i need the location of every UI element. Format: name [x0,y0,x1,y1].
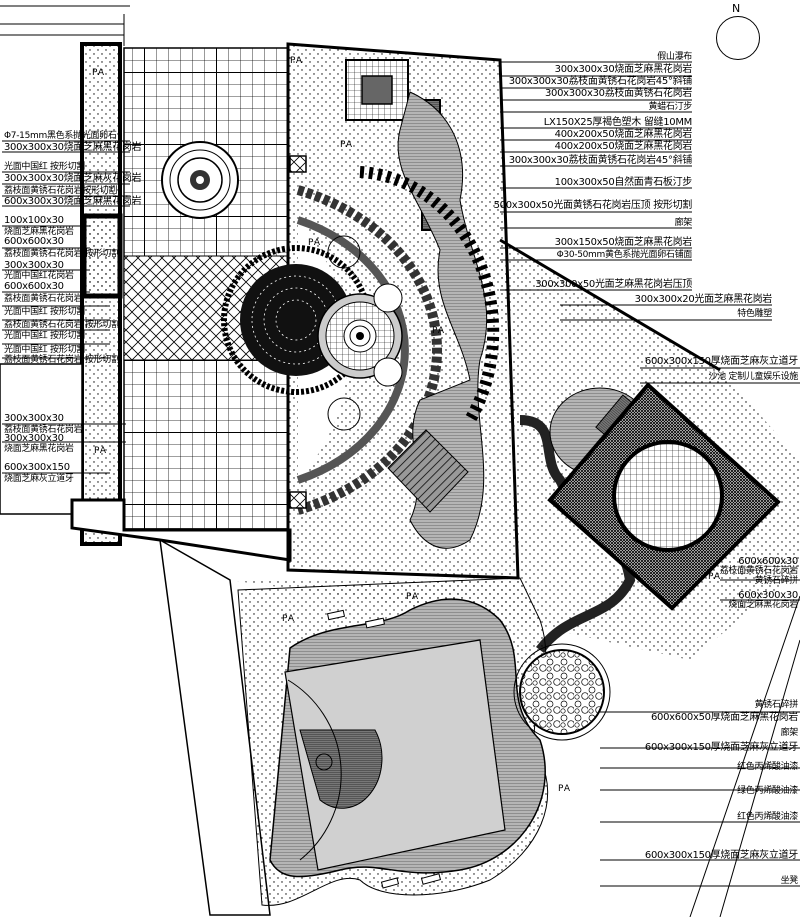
zone-label: PA [282,614,296,624]
left-leader-lines [2,140,130,474]
callout-label: 荔枝面黄锈石花岗岩 [719,566,799,576]
callout-label: 黄蜡石汀步 [648,102,692,112]
callout-label: 沙池 定制儿童娱乐设施 [708,372,798,382]
callout-label: 300x300x30荔枝面黄锈石花岗岩 [544,88,692,99]
callout-label: Φ30-50mm黄色系抛光面卵石铺面 [556,250,693,260]
callout-label: 廊架 [780,728,799,738]
callout-label: 300x300x30荔枝面黄锈石花岗岩45°斜铺 [508,155,693,166]
zone-label: PA [432,326,446,336]
zone-label: PA [708,572,722,582]
callout-label: 坐凳 [780,876,799,886]
callout-label: 600x600x30 [4,236,64,247]
callout-label: 600x300x30烧面芝麻黑花岗岩 [4,196,142,207]
callout-label: 假山瀑布 [657,52,692,62]
callout-label: 黄锈石碎拼 [754,700,798,710]
callout-label: 红色丙烯酸油漆 [737,762,798,772]
callout-label: 300x300x30烧面芝麻黑花岗岩 [554,64,693,75]
zone-label: PA [290,56,304,66]
zone-label: PA [308,238,322,248]
central-garden [221,42,520,580]
callout-label: 300x300x30 [4,260,64,271]
callout-label: 黄锈石碎拼 [754,576,798,586]
callout-label: Φ7-15mm黑色系抛光面卵石 [4,131,117,141]
callout-label: 100x300x50自然面青石板汀步 [554,177,693,188]
right-leader-lines [500,61,800,917]
callout-label: 400x200x50烧面芝麻黑花岗岩 [554,129,693,140]
callout-label: 600x600x30 [4,281,64,292]
callout-label: 300x300x20光面芝麻黑花岗岩 [634,294,773,305]
callout-label: 300x300x30烧面芝麻灰花岗岩 [4,173,142,184]
callout-label: 荔枝面黄锈石花岗岩 按形切割 [4,355,120,365]
callout-label: 光面中国红 按形切割 [4,331,85,341]
callout-label: 绿色丙烯酸油漆 [737,786,798,796]
callout-label: 400x200x50烧面芝麻黑花岗岩 [554,141,693,152]
callout-label: 荔枝面黄锈石花岗岩,按形切割 [4,249,120,259]
callout-label: 300x300x50光面芝麻黑花岗岩压顶 [535,279,692,290]
round-planter [161,141,239,219]
callout-label: 荔枝面黄锈石花岗岩按形切割 [4,186,118,196]
callout-label: 烧面芝麻黑花岗岩 [4,444,74,454]
callout-label: 600x300x150厚烧面芝麻灰立道牙 [644,850,798,861]
callout-label: 特色雕塑 [737,309,772,319]
callout-label: 600x600x30 [738,556,798,567]
callout-label: 300x300x30荔枝面黄锈石花岗岩45°斜铺 [508,76,693,87]
north-arrow-icon [716,16,760,60]
zone-label: PA [92,68,106,78]
callout-label: 光面中国红 按形切割 [4,162,85,172]
zone-label: PA [406,592,420,602]
callout-label: 600x300x150 [4,462,70,473]
callout-label: 荔枝面黄锈石花岗岩 按形切割 [4,320,120,330]
callout-label: LX150X25厚褐色塑木 留缝10MM [543,117,693,128]
callout-label: 300x150x50烧面芝麻黑花岗岩 [554,237,693,248]
callout-label: 红色丙烯酸油漆 [737,812,798,822]
callout-label: 光面中国红 按形切割 [4,345,85,355]
callout-label: 烧面芝麻黑花岗岩 [4,227,74,237]
callout-label: 100x100x30 [4,215,64,226]
callout-label: 600x300x150厚烧面芝麻灰立道牙 [644,356,798,367]
callout-label: 荔枝面黄锈石花岗岩 [4,425,83,435]
callout-label: 300x300x30烧面芝麻黑花岗岩 [4,142,142,153]
callout-label: 光面中国红 按形切割 [4,307,85,317]
callout-label: 300x300x30 [4,433,64,444]
callout-label: 荔枝面黄锈石花岗岩 [4,294,83,304]
north-arrow: N [712,2,762,64]
callout-label: 600x300x150厚烧面芝麻灰立道牙 [644,742,798,753]
zone-label: PA [340,140,354,150]
sports-court [159,538,611,916]
callout-label: 600x600x50厚烧面芝麻黑花岗岩 [650,712,798,723]
site-boundary-lines [0,5,130,46]
callout-label: 光面中国红花岗岩 [4,271,74,281]
zone-label: PA [94,446,108,456]
zone-label: PA [558,784,572,794]
callout-label: 300x300x30 [4,413,64,424]
callout-label: 廊架 [674,218,693,228]
callout-label: 500x300x50光面黄锈石花岗岩压顶 按形切割 [493,200,693,211]
left-building-edge [0,42,123,546]
callout-label: 600x300x30 [738,590,798,601]
callout-label: 烧面芝麻灰立道牙 [4,474,74,484]
north-label: N [732,2,741,15]
callout-label: 烧面芝麻黑花岗岩 [728,600,798,610]
